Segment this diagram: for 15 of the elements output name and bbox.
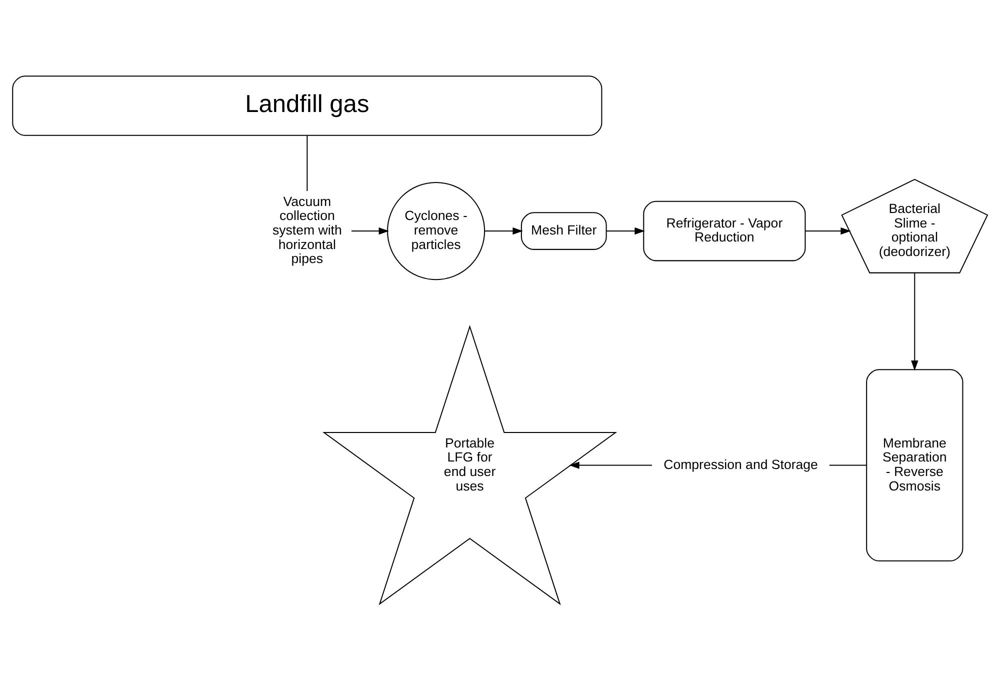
connector: [829, 464, 866, 466]
node-text: Compression and Storage: [664, 456, 818, 472]
arrow: [351, 226, 390, 234]
arrow: [606, 226, 645, 234]
connector: [306, 135, 308, 191]
arrow: [805, 226, 851, 234]
node-circle: Cyclones - remove particles: [386, 181, 486, 280]
arrow: [911, 272, 918, 370]
node-box: Membrane Separation - Reverse Osmosis: [866, 368, 964, 561]
arrow: [484, 226, 523, 234]
node-text: Vacuum collection system with horizontal pipes: [272, 193, 342, 266]
node-box: Refrigerator - Vapor Reduction: [643, 200, 806, 261]
node-box: Mesh Filter: [520, 212, 607, 250]
arrow: [569, 461, 652, 468]
node-box: Landfill gas: [12, 75, 602, 136]
